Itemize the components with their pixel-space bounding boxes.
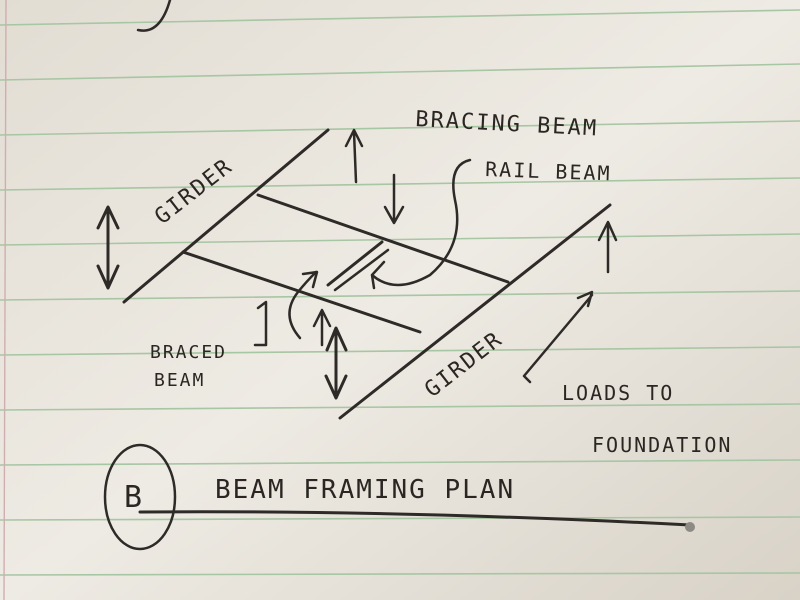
double-arrow-left (96, 205, 120, 290)
bracing-beam-line (256, 193, 510, 284)
rail-beam-leader (370, 158, 472, 290)
braced-beam-label-line-1: BRACED (150, 342, 227, 363)
down-arrow-bracing (383, 173, 405, 225)
up-arrow-top (344, 128, 364, 184)
braced-beam-label-line-2: BEAM (154, 370, 205, 391)
rail-beam-label: RAIL BEAM (485, 157, 612, 185)
caption-marker: B (124, 480, 144, 515)
pen-dot (685, 522, 695, 532)
beam-framing-diagram (96, 128, 618, 420)
rail-beam-line-edge (333, 248, 390, 292)
top-scribble (136, 0, 172, 32)
ruled-lines (0, 9, 800, 576)
margin-line (3, 0, 7, 600)
loads-to-label: LOADS TO (562, 381, 674, 405)
caption-marker-circle (103, 443, 177, 551)
braced-beam-pointer (253, 300, 268, 347)
up-arrow-right (597, 220, 618, 274)
up-arrow-middle (312, 308, 332, 347)
braced-beam-line (181, 250, 422, 334)
double-arrow-bottom (324, 326, 348, 400)
loads-arrow (522, 290, 594, 384)
girder-bottom-line (338, 203, 612, 420)
caption-title: BEAM FRAMING PLAN (215, 475, 515, 505)
curved-arrow-left (288, 270, 319, 340)
caption-underline (138, 510, 692, 527)
foundation-label: FOUNDATION (592, 433, 732, 457)
rail-beam-line (326, 240, 384, 287)
caption: B BEAM FRAMING PLAN (103, 443, 695, 551)
girder-top-line (122, 128, 330, 304)
